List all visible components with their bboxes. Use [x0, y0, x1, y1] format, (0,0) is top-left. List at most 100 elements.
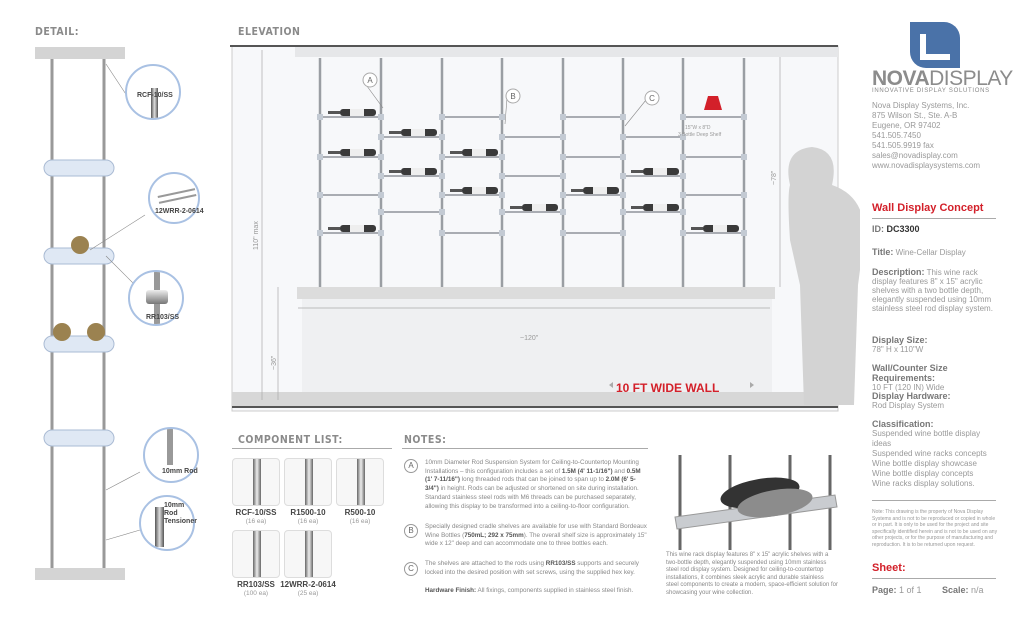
callout-bubble — [644, 90, 660, 106]
component-qty: (16 ea) — [349, 518, 371, 525]
shelf-bracket — [439, 192, 445, 198]
address-line[interactable]: www.novadisplaysystems.com — [872, 161, 981, 170]
callout-letter: A — [367, 76, 373, 85]
shelf-bracket — [317, 154, 323, 160]
callout-rcf-10-ss — [125, 64, 181, 120]
callout-bubble — [362, 72, 378, 88]
shelf-bracket — [680, 173, 686, 179]
dim-counter-label: ~36" — [271, 355, 278, 370]
description-value: This wine rack display features 8" x 15"… — [872, 268, 993, 313]
callout-label: RCF-10/SS — [137, 92, 173, 99]
notes-heading: NOTES: — [404, 434, 447, 446]
note-letter-c: C — [404, 562, 418, 576]
callout-letter: C — [649, 94, 655, 103]
component-qty: (100 ea) — [243, 590, 269, 597]
shelf-bracket — [499, 173, 505, 179]
classification-item: Wine bottle display showcase — [872, 459, 977, 468]
legal-note: Note: This drawing is the property of No… — [872, 509, 998, 548]
shelf-bracket — [560, 209, 566, 215]
shelf-bracket — [378, 209, 384, 215]
shelf-bracket — [680, 230, 686, 236]
shelf-bracket — [439, 134, 445, 140]
shelf-bracket — [499, 114, 505, 120]
callout-label: 12WRR-2-0614 — [155, 208, 204, 215]
bottle-label — [350, 109, 364, 116]
company-logo-mark — [910, 22, 960, 68]
shelf-bracket — [620, 134, 626, 140]
classification-item: Suspended wine racks concepts — [872, 449, 987, 458]
scale-value: n/a — [968, 585, 984, 595]
note-b: Specially designed cradle shelves are av… — [425, 523, 647, 548]
page-value: 1 of 1 — [896, 585, 922, 595]
shelf-bracket — [317, 192, 323, 198]
shelf-bracket — [560, 114, 566, 120]
address-line: 541.505.9919 fax — [872, 141, 934, 150]
shelf-bracket — [317, 114, 323, 120]
shelf-bracket — [378, 134, 384, 140]
shelf-bracket — [499, 230, 505, 236]
shelf-bracket — [741, 230, 747, 236]
component-image — [284, 530, 332, 578]
shelf-bracket — [620, 230, 626, 236]
component-name: RCF-10/SS — [235, 508, 277, 517]
shelf-bracket — [560, 192, 566, 198]
callout-letter: B — [510, 92, 515, 101]
shelf-bracket — [680, 134, 686, 140]
bottle-neck — [691, 227, 703, 230]
address-line: Nova Display Systems, Inc. — [872, 101, 970, 110]
bottle-label — [532, 204, 546, 211]
shelf-bracket — [620, 114, 626, 120]
shelf-bracket — [680, 192, 686, 198]
bottle-neck — [510, 206, 522, 209]
components-heading: COMPONENT LIST: — [238, 434, 343, 446]
note-letter-b: B — [404, 524, 418, 538]
component-name: RR103/SS — [237, 580, 275, 589]
display-size-value: 78" H x 110"W — [872, 345, 924, 354]
shelf-bracket — [560, 230, 566, 236]
shelf-bracket — [741, 192, 747, 198]
shelf-bracket — [680, 114, 686, 120]
hardware-value: Rod Display System — [872, 401, 945, 410]
shelf-bracket — [560, 173, 566, 179]
component-name: R1500-10 — [290, 508, 326, 517]
shelf-bracket — [560, 154, 566, 160]
shelf-bracket — [378, 114, 384, 120]
shelf-label-1: 15"W x 8"D — [685, 125, 711, 131]
shelf-bracket — [439, 209, 445, 215]
address-line: 541.505.7450 — [872, 131, 921, 140]
component-image — [336, 458, 384, 506]
note-c: The shelves are attached to the rods usi… — [425, 560, 639, 576]
callout-label: 10mm Rod Tensioner — [164, 502, 197, 525]
shelf-bracket — [620, 173, 626, 179]
callout-rod-tensioner — [139, 495, 195, 551]
bottle-neck — [389, 131, 401, 134]
company-logo: NOVADISPLAY — [872, 67, 1013, 90]
bottle-label — [472, 187, 486, 194]
bottle-neck — [450, 189, 462, 192]
callout-12wrr — [148, 172, 200, 224]
shelf-bracket — [680, 209, 686, 215]
note-a: 10mm Diameter Rod Suspension System for … — [425, 459, 641, 510]
shelf-bracket — [378, 192, 384, 198]
shelf-bracket — [499, 209, 505, 215]
callout-label: 10mm Rod — [162, 468, 198, 475]
shelf-bracket — [378, 173, 384, 179]
bottle-neck — [450, 151, 462, 154]
wall-size-value: 10 FT (120 IN) Wide — [872, 383, 945, 392]
component-image — [232, 530, 280, 578]
shelf-bracket — [680, 154, 686, 160]
callout-rr103-ss — [128, 270, 184, 326]
company-tagline: INNOVATIVE DISPLAY SOLUTIONS — [872, 88, 990, 94]
address-line[interactable]: sales@novadisplay.com — [872, 151, 958, 160]
component-qty: (16 ea) — [245, 518, 267, 525]
dim-height-label: 110" max — [253, 221, 260, 250]
shelf-bracket — [499, 154, 505, 160]
component-qty: (16 ea) — [297, 518, 319, 525]
title-value: Wine-Cellar Display — [893, 248, 966, 257]
note-letter-a: A — [404, 459, 418, 473]
detail-drawing — [35, 47, 146, 580]
product-photo — [674, 455, 838, 550]
bottle-label — [713, 225, 727, 232]
bottle-neck — [328, 227, 340, 230]
